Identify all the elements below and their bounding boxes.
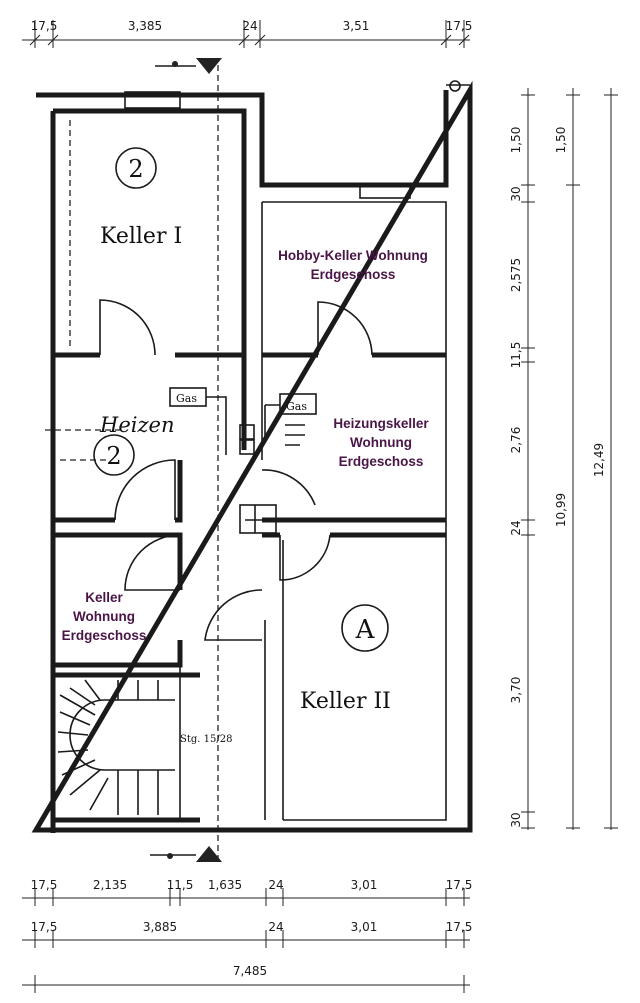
bottom-dimension-2: 17,5 3,885 24 3,01 17,5 xyxy=(22,920,472,948)
door-keller-2 xyxy=(279,534,331,581)
dim-top-2: 3,385 xyxy=(128,19,162,33)
section-marker-bottom xyxy=(150,846,222,862)
label-hobby-keller: Hobby-Keller Wohnung Erdgeschoss xyxy=(262,246,444,284)
stair-note: Stg. 15/28 xyxy=(180,734,232,745)
right-dimension-outer: 12,49 xyxy=(592,88,618,830)
heater-fixture xyxy=(239,504,277,534)
room-letter-circle xyxy=(341,604,389,652)
gas-label-1: Gas xyxy=(176,392,197,405)
label-line: Erdgeschoss xyxy=(61,628,147,643)
dim-outer-1: 12,49 xyxy=(592,443,606,477)
dim-b1-1: 17,5 xyxy=(31,878,58,892)
dim-b1-5: 24 xyxy=(268,878,283,892)
label-line: Keller xyxy=(85,590,123,605)
label-line: Erdgeschoss xyxy=(310,267,396,282)
door-keller-wohnung xyxy=(124,534,181,591)
room-letter: A xyxy=(355,615,376,645)
dim-right-1: 1,50 xyxy=(509,127,523,154)
room-number: 2 xyxy=(128,155,143,183)
room-keller-2: A Keller II xyxy=(300,604,391,714)
dim-top-3: 24 xyxy=(242,19,257,33)
dim-b1-2: 2,135 xyxy=(93,878,127,892)
dim-b1-3: 11,5 xyxy=(167,878,194,892)
door-heizungskeller xyxy=(261,469,316,506)
room-number-circle xyxy=(93,434,135,476)
dim-top-1: 17,5 xyxy=(31,19,58,33)
dim-mid-1: 1,50 xyxy=(554,127,568,154)
dim-mid-2: 10,99 xyxy=(554,493,568,527)
label-line: Wohnung xyxy=(350,435,412,450)
room-number: 2 xyxy=(106,442,121,470)
dim-right-4: 11,5 xyxy=(509,342,523,369)
right-dimension-inner: 1,50 30 2,575 11,5 2,76 24 3,70 30 xyxy=(509,88,535,830)
room-number-circle xyxy=(115,147,157,189)
room-name: Keller I xyxy=(100,224,182,249)
staircase: Stg. 15/28 xyxy=(57,679,232,815)
label-line: Erdgeschoss xyxy=(338,454,424,469)
door-hobby xyxy=(317,301,373,356)
label-heizungskeller: Heizungskeller Wohnung Erdgeschoss xyxy=(320,414,442,471)
dim-right-7: 3,70 xyxy=(509,677,523,704)
label-line: Hobby-Keller Wohnung xyxy=(278,248,428,263)
room-keller-1: 2 Keller I xyxy=(100,147,182,249)
section-marker-top xyxy=(155,58,222,74)
dim-right-2: 30 xyxy=(509,186,523,201)
top-dimension-line: 17,5 3,385 24 3,51 17,5 xyxy=(22,19,472,48)
dim-total: 7,485 xyxy=(233,964,267,978)
bottom-dimension-total: 7,485 xyxy=(22,964,470,993)
dim-top-5: 17,5 xyxy=(446,19,473,33)
dashed-hints xyxy=(45,120,120,461)
room-name: Heizen xyxy=(99,413,174,437)
doors xyxy=(99,299,373,641)
dim-right-6: 24 xyxy=(509,520,523,535)
dim-top-4: 3,51 xyxy=(343,19,370,33)
right-dimension-mid: 1,50 10,99 xyxy=(554,88,580,830)
gas-meter-1: Gas xyxy=(169,387,255,455)
door-corridor xyxy=(204,589,263,641)
dim-b1-6: 3,01 xyxy=(351,878,378,892)
interior-walls xyxy=(53,111,446,823)
dim-b2-1: 17,5 xyxy=(31,920,58,934)
dim-right-3: 2,575 xyxy=(509,258,523,292)
dim-b1-7: 17,5 xyxy=(446,878,473,892)
label-keller-wohnung: Keller Wohnung Erdgeschoss xyxy=(48,588,160,645)
gas-label-2: Gas xyxy=(286,400,307,413)
dim-b2-3: 24 xyxy=(268,920,283,934)
gas-meter-2: Gas xyxy=(264,393,317,446)
dim-b2-4: 3,01 xyxy=(351,920,378,934)
label-line: Heizungskeller xyxy=(333,416,429,431)
dim-b1-4: 1,635 xyxy=(208,878,242,892)
label-line: Wohnung xyxy=(73,609,135,624)
dim-right-5: 2,76 xyxy=(509,427,523,454)
door-heizen xyxy=(114,459,176,521)
dim-b2-5: 17,5 xyxy=(446,920,473,934)
room-heizen: 2 Heizen xyxy=(93,413,174,476)
bottom-dimension-1: 17,5 2,135 11,5 1,635 24 3,01 17,5 xyxy=(22,878,472,906)
door-keller-1 xyxy=(99,299,156,356)
room-name: Keller II xyxy=(300,689,391,714)
dim-b2-2: 3,885 xyxy=(143,920,177,934)
dim-right-8: 30 xyxy=(509,812,523,827)
